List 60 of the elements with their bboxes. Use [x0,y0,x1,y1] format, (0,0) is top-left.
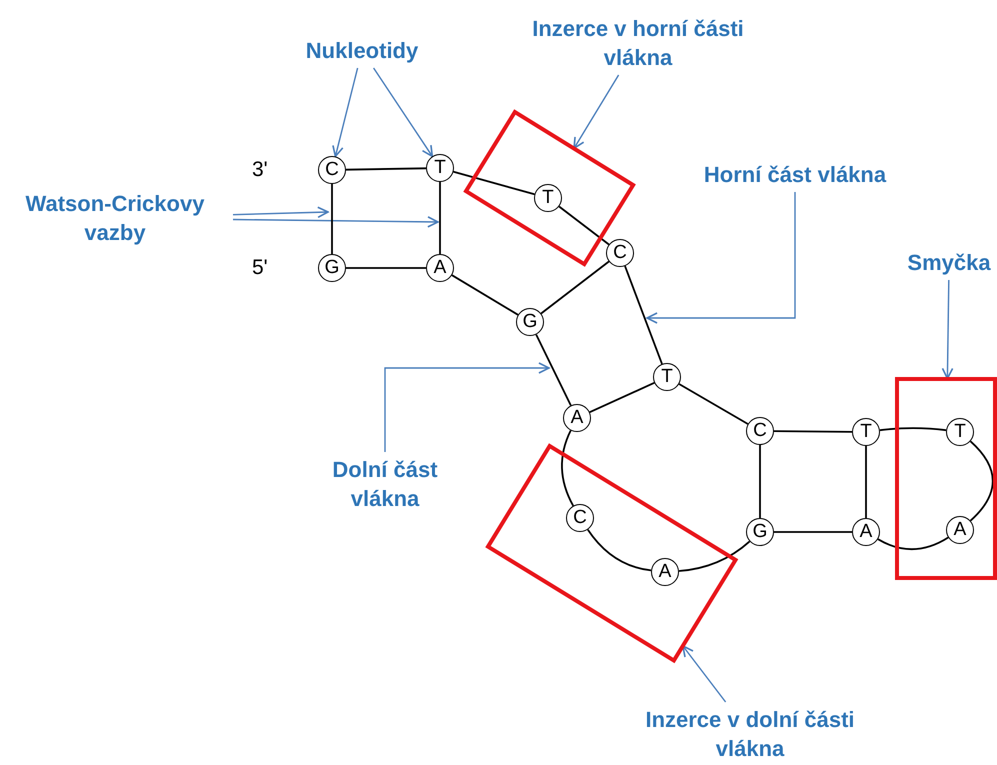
nucleotide-circle: T [426,154,454,182]
nucleotide-circle: A [946,516,974,544]
strand-line [540,260,610,314]
strand-line [970,440,994,522]
nucleotide-circle: C [606,239,634,267]
strand-line [346,167,426,171]
leader-arrow [373,68,434,158]
nucleotide-circle: T [653,363,681,391]
callout-label: Nukleotidy [297,36,427,65]
callout-label: Smyčka [903,248,995,277]
strand-line [561,430,574,506]
nucleotide-circle: A [563,404,591,432]
nucleotide-circle: G [516,308,544,336]
highlight-frame [897,378,995,578]
strand-line [624,266,663,364]
callout-label: Horní část vlákna [700,160,890,189]
strand-line [759,445,761,518]
nucleotide-circle: G [746,518,774,546]
leader-arrow [233,216,439,228]
highlight-frame [466,112,634,264]
leader-arrow [682,645,726,702]
leader-arrow [942,280,954,380]
strand-line [587,529,652,572]
callout-label: Watson-Crickovy vazby [0,189,230,247]
strand-line [558,206,610,246]
nucleotide-circle: A [650,558,679,586]
strand-line [878,536,949,550]
nucleotide-circle: C [566,504,594,532]
callout-label: Inzerce v horní části vlákna [528,14,748,72]
nucleotide-circle: C [318,156,346,184]
leader-arrow [646,192,796,324]
strand-line [774,531,852,533]
callout-label: Dolní část vlákna [300,455,470,513]
leader-arrow [232,206,329,218]
strand-line [678,540,750,572]
nucleotide-circle: T [534,184,562,212]
callout-label: Inzerce v dolní části vlákna [640,705,860,763]
strand-line [865,446,867,518]
leader-arrow [332,68,358,158]
leader-arrow [573,74,620,150]
nucleotide-circle: C [746,417,774,445]
highlight-frame [488,446,736,660]
nucleotide-circle: A [852,518,880,546]
strand-line [452,274,518,316]
nucleotide-circle: A [426,254,454,282]
strand-line [589,382,655,414]
strand-line [880,427,946,432]
strand-line [331,184,333,254]
strand-end-label: 3' [252,158,268,182]
strand-line [678,383,748,425]
strand-line [453,170,535,196]
strand-line [346,267,426,269]
strand-line [535,334,572,406]
strand-end-label: 5' [252,256,268,280]
strand-line [774,430,852,433]
strand-line [439,182,441,254]
leader-arrow [384,362,550,452]
nucleotide-circle: G [318,254,346,282]
nucleotide-circle: T [852,418,880,446]
nucleotide-circle: T [946,418,974,446]
